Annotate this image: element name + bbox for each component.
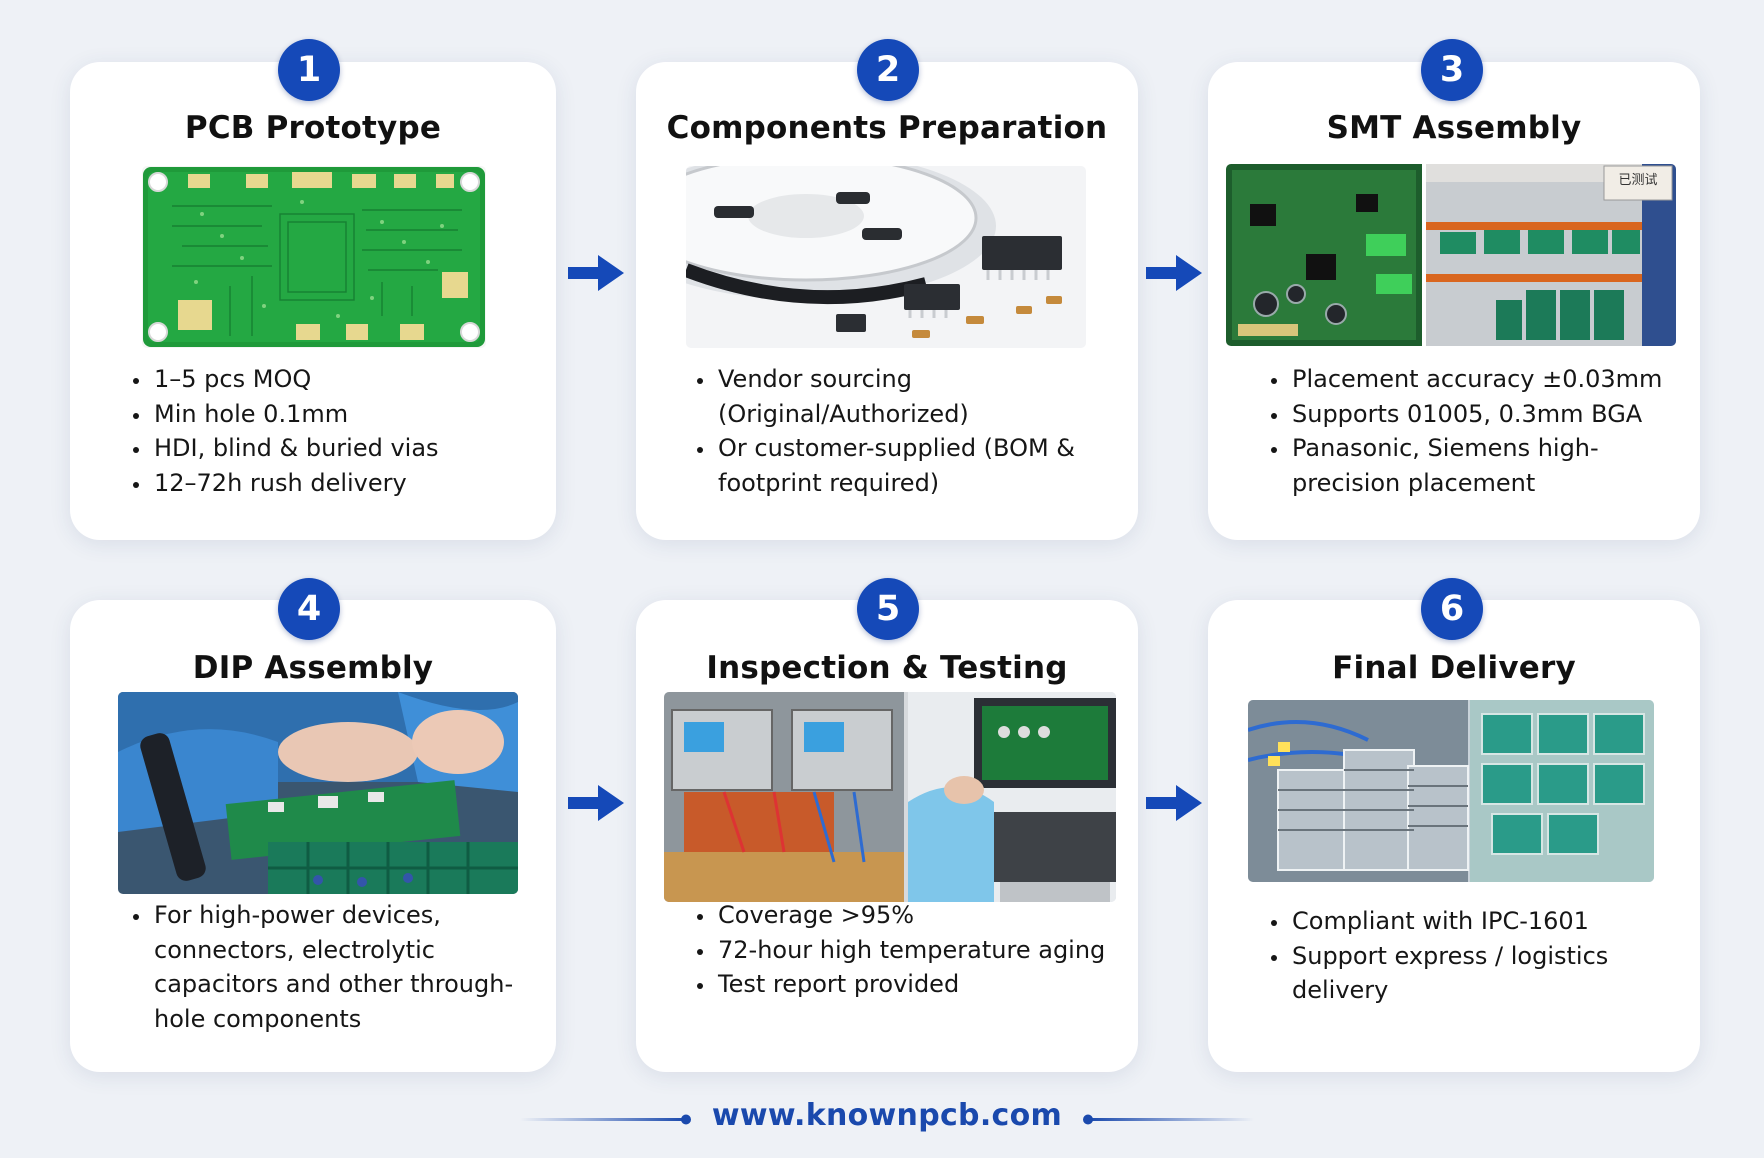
footer-url-link[interactable]: www.knownpcb.com [711,1098,1063,1133]
bullet: Support express / logistics delivery [1290,939,1690,1008]
bullet: 1–5 pcs MOQ [152,362,552,397]
bullet: Compliant with IPC-1601 [1290,904,1690,939]
step-number-badge-4: 4 [278,578,340,640]
step-title: SMT Assembly [1326,110,1582,146]
bullet: HDI, blind & buried vias [152,431,552,466]
step-title: Final Delivery [1332,650,1576,686]
bullet: 72-hour high temperature aging [716,933,1136,968]
dip-soldering-photo [118,692,518,894]
step-number-badge-6: 6 [1421,578,1483,640]
tested-label: 已测试 [1618,173,1657,188]
smt-assembly-photo: 已测试 [1226,164,1676,346]
step-number-badge-3: 3 [1421,39,1483,101]
step-3-bullets: Placement accuracy ±0.03mm Supports 0100… [1270,362,1700,500]
step-number-badge-5: 5 [857,578,919,640]
step-number-badge-2: 2 [857,39,919,101]
bullet: Min hole 0.1mm [152,397,552,432]
step-title: Inspection & Testing [706,650,1068,686]
step-1-bullets: 1–5 pcs MOQ Min hole 0.1mm HDI, blind & … [132,362,552,500]
step-card-3: SMT Assembly 已测试 Placement accuracy ±0.0… [1208,62,1700,540]
footer-divider-left [520,1106,694,1134]
arrow-right-icon [1144,251,1204,295]
step-4-bullets: For high-power devices, connectors, elec… [132,898,552,1036]
arrow-right-icon [566,251,626,295]
testing-station-photo [664,692,1116,902]
bullet: 12–72h rush delivery [152,466,552,501]
step-card-1: PCB Prototype [70,62,556,540]
step-card-5: Inspection & Testing Coverage >95% 72-ho… [636,600,1138,1072]
step-2-bullets: Vendor sourcing (Original/Authorized) Or… [696,362,1136,500]
bullet: Placement accuracy ±0.03mm [1290,362,1700,397]
arrow-right-icon [566,781,626,825]
bullet: For high-power devices, connectors, elec… [152,898,552,1036]
packed-boards-photo [1248,700,1654,882]
step-title: Components Preparation [666,110,1108,146]
pcb-board-photo [142,166,486,348]
step-number-badge-1: 1 [278,39,340,101]
component-reel-photo [686,166,1086,348]
step-card-6: Final Delivery Compliant with IPC-1601 S… [1208,600,1700,1072]
step-card-2: Components Preparation Vendor sourcing (… [636,62,1138,540]
bullet: Coverage >95% [716,898,1136,933]
step-5-bullets: Coverage >95% 72-hour high temperature a… [696,898,1136,1002]
step-title: PCB Prototype [184,110,442,146]
bullet: Or customer-supplied (BOM & footprint re… [716,431,1136,500]
bullet: Test report provided [716,967,1136,1002]
footer-divider-right [1080,1106,1254,1134]
bullet: Supports 01005, 0.3mm BGA [1290,397,1700,432]
bullet: Vendor sourcing (Original/Authorized) [716,362,1136,431]
step-title: DIP Assembly [192,650,434,686]
step-card-4: DIP Assembly For high-power devices, con… [70,600,556,1072]
bullet: Panasonic, Siemens high-precision placem… [1290,431,1700,500]
step-6-bullets: Compliant with IPC-1601 Support express … [1270,904,1690,1008]
arrow-right-icon [1144,781,1204,825]
